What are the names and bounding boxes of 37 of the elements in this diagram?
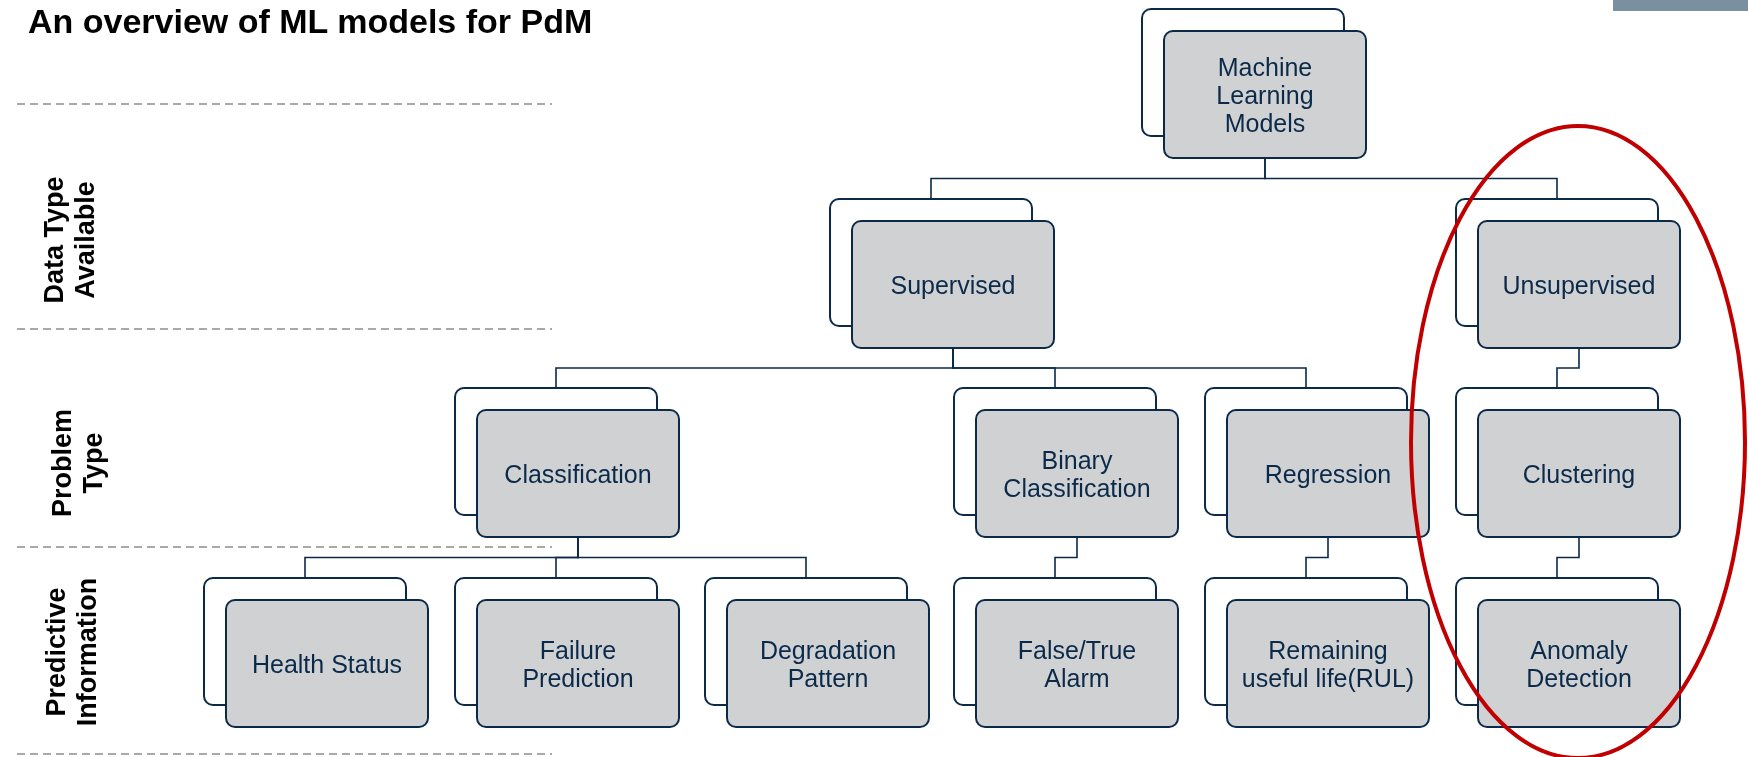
stacked-card [1204, 387, 1430, 538]
connector-line [1305, 537, 1329, 578]
connector-line [1264, 158, 1558, 199]
node-label: Binary Classification [1002, 445, 1152, 502]
connector-line [1054, 537, 1078, 578]
stacked-card [1204, 577, 1430, 728]
node-label: Clustering [1522, 459, 1636, 488]
stacked-card [829, 198, 1055, 349]
node-label: Failure Prediction [521, 635, 635, 692]
stacked-card [454, 387, 680, 538]
stacked-card [953, 387, 1179, 538]
node-label: Regression [1264, 459, 1392, 488]
connector-line [1556, 537, 1580, 578]
stacked-card [704, 577, 930, 728]
node-label: Supervised [890, 270, 1016, 299]
stacked-card [1455, 577, 1681, 728]
node-label: Machine Learning Models [1215, 52, 1315, 137]
node-label: Classification [504, 459, 652, 488]
connector-line [577, 537, 807, 578]
stacked-card [454, 577, 680, 728]
node-label: Unsupervised [1502, 270, 1656, 299]
node-label: Anomaly Detection [1525, 635, 1633, 692]
row-heading: Problem Type [47, 408, 109, 519]
title: An overview of ML models for PdM [28, 2, 593, 40]
row-heading: Data Type Available [39, 175, 101, 306]
stacked-card [1455, 198, 1681, 349]
node-label: Health Status [251, 649, 403, 678]
row-heading: Predictive Information [41, 577, 103, 727]
stacked-card [1141, 8, 1367, 159]
node-label: Remaining useful life(RUL) [1240, 635, 1416, 692]
stacked-card [203, 577, 429, 728]
stacked-card [1455, 387, 1681, 538]
stacked-card [953, 577, 1179, 728]
node-label: Degradation Pattern [758, 635, 898, 692]
connector-line [1556, 348, 1580, 388]
connector-line [952, 348, 1307, 388]
node-label: False/True Alarm [1016, 635, 1138, 692]
